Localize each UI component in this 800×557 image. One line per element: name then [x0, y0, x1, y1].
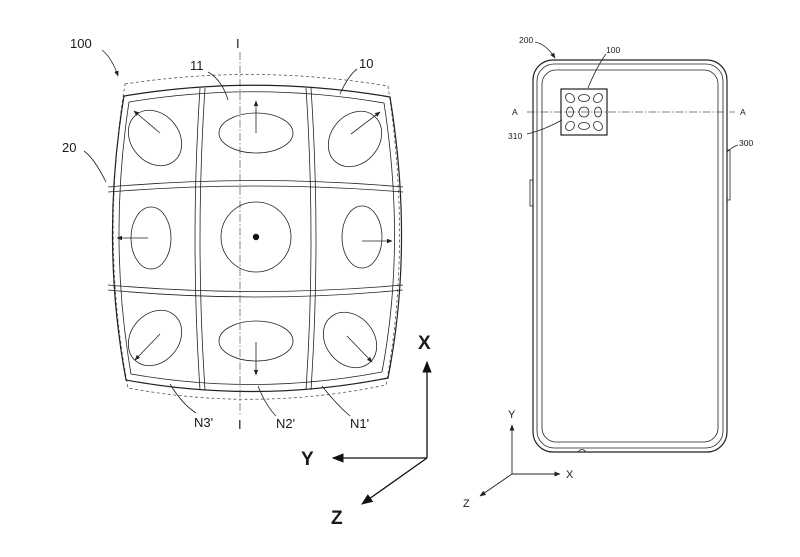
small-axis-z-line	[479, 473, 513, 497]
bottom-port	[577, 449, 587, 453]
mini-lens	[594, 106, 602, 118]
axis-x-label: X	[418, 333, 431, 354]
leader-20	[83, 150, 107, 183]
array-inner-outline	[118, 91, 395, 385]
ref-label-100: 100	[70, 36, 92, 51]
leader-n1	[321, 385, 351, 417]
grid-line-v1	[194, 87, 201, 391]
array-outline	[111, 84, 403, 393]
section-label-a-right: A	[740, 107, 746, 117]
ref-label-11: 11	[190, 58, 204, 73]
small-axis-y-label: Y	[508, 409, 516, 421]
leader-n2	[257, 385, 277, 417]
grid-line-h1b	[107, 185, 404, 193]
arrow-bottom-right	[346, 335, 373, 363]
lens-bottom-right	[322, 311, 378, 369]
phone-middle-outline	[536, 63, 724, 449]
lens-top-left	[127, 109, 183, 167]
grid-line-v2b	[310, 87, 317, 391]
mini-lens	[565, 92, 575, 104]
lens-array-figure: 100 11 10 20 I I N3' N2' N1' X Y Z	[62, 36, 432, 529]
ref-label-100-right: 100	[606, 45, 620, 55]
ref-label-n1: N1'	[350, 416, 369, 431]
grid-line-v1b	[199, 87, 206, 391]
lens-mid-right	[341, 205, 383, 269]
phone-outer-outline	[532, 59, 728, 453]
axis-z-label: Z	[331, 508, 343, 529]
ref-label-n2: N2'	[276, 416, 295, 431]
lens-top-right	[327, 110, 383, 168]
leader-10	[339, 68, 358, 95]
ref-label-300: 300	[739, 138, 753, 148]
mini-lens	[566, 106, 574, 118]
axis-y-label: Y	[301, 449, 314, 470]
mini-lens	[578, 122, 590, 130]
axis-z-line	[361, 457, 428, 505]
small-axis-z-label: Z	[463, 498, 470, 510]
arrow-top-right	[350, 111, 381, 135]
small-axis-x-label: X	[566, 469, 574, 481]
grid-line-v2	[305, 87, 312, 391]
leader-11	[207, 71, 229, 101]
leader-200	[534, 41, 556, 59]
mini-lens	[578, 94, 590, 102]
phone-inner-outline	[541, 69, 719, 443]
section-label-a-left: A	[512, 107, 518, 117]
mini-lens	[593, 92, 603, 104]
grid-line-h1	[107, 180, 404, 188]
leader-100-right	[587, 53, 607, 89]
camera-lens-grid	[565, 92, 603, 132]
phone-back-figure: 200 100 300 310 A A Y X Z	[463, 35, 753, 510]
ref-label-n3: N3'	[194, 415, 213, 430]
camera-module	[560, 88, 608, 136]
leader-n3	[169, 383, 197, 414]
section-label-top: I	[236, 36, 240, 51]
ref-label-200: 200	[519, 35, 533, 45]
mini-lens	[578, 106, 590, 118]
leader-310	[526, 119, 563, 135]
ref-label-310: 310	[508, 131, 522, 141]
mini-lens	[593, 120, 603, 132]
ref-label-20: 20	[62, 140, 76, 155]
lens-center-dot	[252, 233, 260, 241]
grid-line-h2b	[107, 289, 404, 298]
ref-label-10: 10	[359, 56, 373, 71]
outer-dashed-boundary	[112, 74, 400, 400]
side-button-power	[726, 149, 731, 201]
arrow-top-left	[133, 110, 161, 134]
lens-bottom-left	[127, 309, 183, 367]
leader-300	[726, 144, 739, 153]
mini-lens	[565, 120, 575, 132]
lens-center	[220, 201, 292, 273]
grid-line-h2	[107, 284, 404, 292]
side-button-volume	[529, 179, 534, 207]
section-label-bottom: I	[238, 417, 242, 432]
arrow-bottom-left	[134, 333, 161, 361]
leader-100	[101, 49, 119, 77]
